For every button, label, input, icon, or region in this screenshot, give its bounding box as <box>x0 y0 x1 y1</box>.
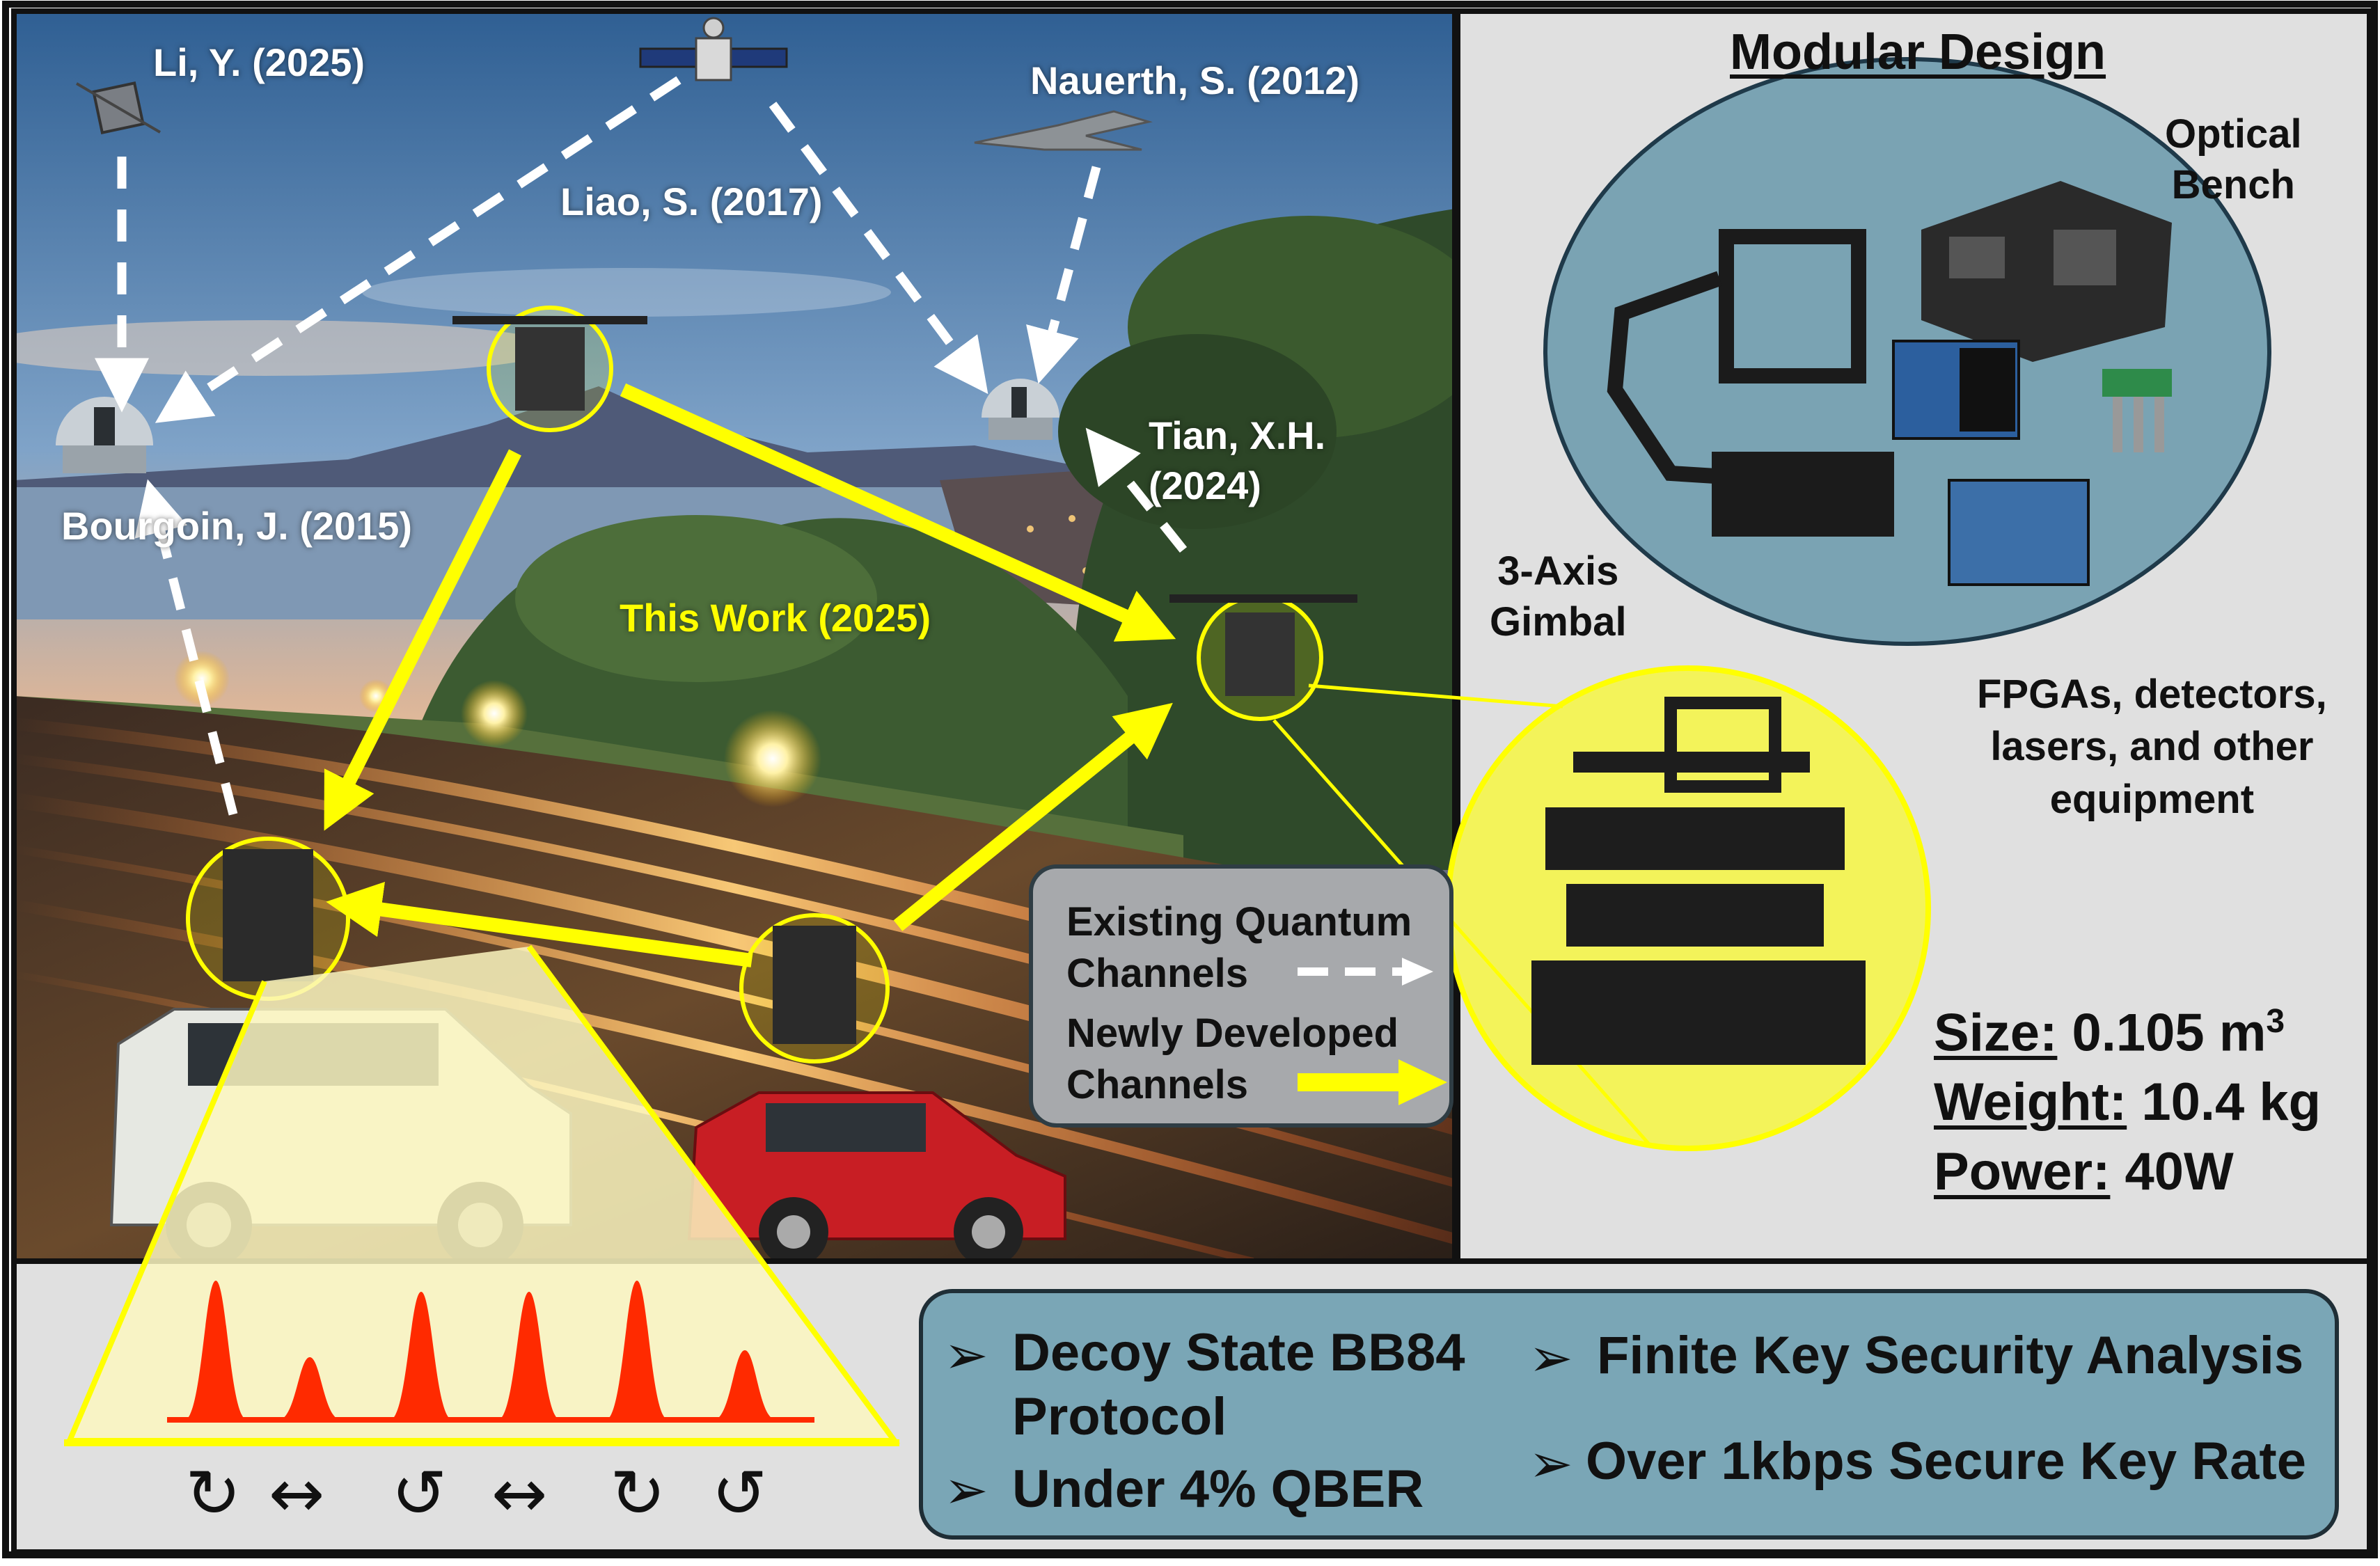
spec-weight: Weight: 10.4 kg <box>1934 1072 2321 1132</box>
fighter-jet-icon <box>974 110 1153 151</box>
spec-size-value: 0.105 m <box>2072 1003 2267 1063</box>
pulse-4 <box>498 1292 560 1420</box>
terminal-sketch <box>1531 697 1866 1065</box>
gimbal-label: 3-Axis Gimbal <box>1490 548 1627 645</box>
feature-box: ➢ Decoy State BB84 Protocol ➢ Under 4% Q… <box>919 1289 2339 1540</box>
spec-size-key: Size: <box>1934 1003 2058 1063</box>
pulse-train <box>184 1281 776 1420</box>
gimbal-sketch <box>1607 229 1894 537</box>
sedan-car-icon <box>687 1091 1066 1267</box>
car-terminal-circle-left <box>186 837 350 1001</box>
telescope-left-icon <box>56 397 153 473</box>
citation-tian-2: (2024) <box>1149 464 1261 507</box>
satellite-icon <box>639 17 788 81</box>
pol-3-icon: ↺ <box>391 1455 448 1533</box>
legend-existing-1: Existing Quantum <box>1066 899 1412 944</box>
car-terminal-circle-right <box>739 913 890 1063</box>
feature-decoy-2: Protocol <box>1012 1387 1227 1446</box>
pol-2-icon: ↔ <box>269 1455 325 1533</box>
legend-new-2: Channels <box>1066 1062 1249 1107</box>
cubesat-icon <box>75 81 161 134</box>
feature-qber: Under 4% QBER <box>1012 1460 1424 1519</box>
pulse-5 <box>606 1281 668 1420</box>
new-channels <box>324 383 1176 967</box>
pol-5-icon: ↻ <box>610 1455 666 1533</box>
spec-size-sup: 3 <box>2266 1003 2285 1040</box>
this-work-label: This Work (2025) <box>620 596 931 640</box>
channel-legend: Existing Quantum Channels Newly Develope… <box>1029 864 1453 1128</box>
optical-bench-sketch <box>1921 181 2172 362</box>
existing-channels <box>95 76 1188 816</box>
citation-li: Li, Y. (2025) <box>153 40 365 84</box>
drone-circle-left <box>452 306 647 432</box>
fpga-label: FPGAs, detectors, lasers, and other equi… <box>1977 672 2327 822</box>
feature-decoy-1: Decoy State BB84 <box>1012 1323 1465 1382</box>
pulse-1 <box>184 1281 247 1420</box>
feature-finite-key: Finite Key Security Analysis <box>1597 1326 2304 1385</box>
pulse-3 <box>390 1292 452 1420</box>
legend-solid-arrow-icon <box>1298 1059 1447 1105</box>
spec-power-key: Power: <box>1934 1142 2111 1201</box>
citation-liao: Liao, S. (2017) <box>560 180 823 223</box>
drone-circle-right <box>1169 594 1357 721</box>
pol-6-icon: ↺ <box>711 1455 768 1533</box>
feature-key-rate: Over 1kbps Secure Key Rate <box>1586 1432 2306 1491</box>
electronics-boards <box>1892 340 2172 586</box>
spec-power: Power: 40W <box>1934 1141 2234 1202</box>
pol-1-icon: ↻ <box>185 1455 242 1533</box>
spec-power-value: 40W <box>2125 1142 2234 1201</box>
legend-new-1: Newly Developed <box>1066 1011 1399 1056</box>
bullet-4: ➢ <box>1529 1434 1573 1494</box>
spec-size: Size: 0.105 m3 <box>1934 1002 2285 1063</box>
modular-design-title: Modular Design <box>1730 24 2106 80</box>
legend-dashed-arrow-icon <box>1298 958 1433 986</box>
magnifier-lines <box>1272 683 1651 1146</box>
legend-existing-2: Channels <box>1066 951 1249 996</box>
spec-weight-key: Weight: <box>1934 1073 2127 1132</box>
citation-tian-1: Tian, X.H. <box>1149 413 1326 457</box>
citation-bourgoin: Bourgoin, J. (2015) <box>61 504 413 548</box>
pulse-2 <box>278 1357 341 1420</box>
citation-nauerth: Nauerth, S. (2012) <box>1030 58 1360 102</box>
bullet-1: ➢ <box>944 1326 988 1385</box>
telescope-right-icon <box>982 379 1059 440</box>
bullet-2: ➢ <box>944 1461 988 1520</box>
bullet-3: ➢ <box>1529 1329 1573 1388</box>
pulse-6 <box>714 1350 776 1420</box>
spec-weight-value: 10.4 kg <box>2141 1073 2322 1132</box>
pol-4-icon: ↔ <box>491 1455 548 1533</box>
optical-bench-label: Optical Bench <box>2165 111 2302 208</box>
